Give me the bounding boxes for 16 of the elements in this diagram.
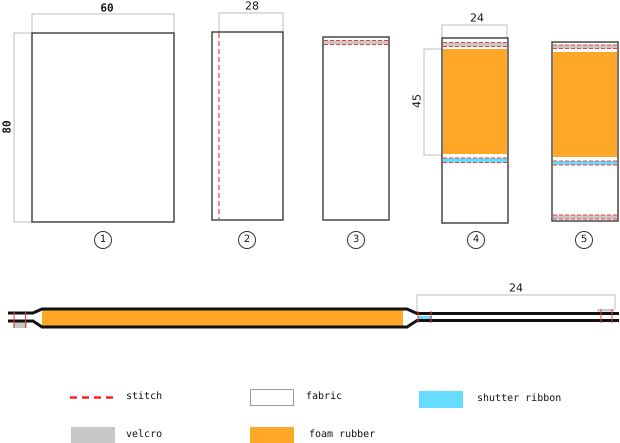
step-number: 4	[467, 231, 485, 249]
dimension-label: 80	[2, 120, 12, 134]
legend-label: foam rubber	[309, 430, 376, 440]
legend-label: shutter ribbon	[477, 394, 562, 404]
dimension-label: 24	[470, 12, 484, 24]
step-number: 1	[94, 231, 112, 249]
dimension-label: 28	[245, 0, 259, 12]
legend-label: velcro	[126, 430, 162, 440]
step-number: 2	[238, 231, 256, 249]
dimension-label: 24	[509, 282, 523, 294]
legend-label: fabric	[306, 392, 342, 402]
step-number: 5	[575, 231, 593, 249]
legend-label: stitch	[126, 392, 162, 402]
step-number: 3	[347, 231, 365, 249]
dimension-label: 60	[100, 2, 114, 14]
dimension-label: 45	[412, 94, 422, 108]
